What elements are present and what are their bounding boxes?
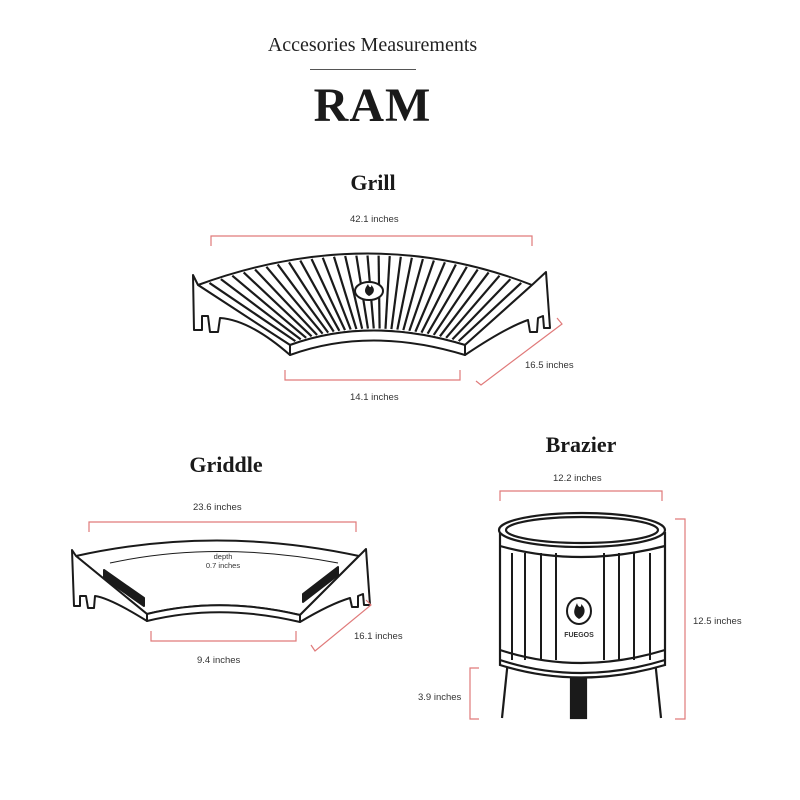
griddle-width-label: 23.6 inches (193, 502, 242, 513)
grill-bar (420, 263, 457, 334)
grill-width-dimension (210, 235, 533, 246)
griddle-heading: Griddle (189, 452, 263, 477)
grill-bar (390, 256, 402, 330)
grill-bar (276, 263, 330, 334)
page-subtitle: Accesories Measurements (267, 34, 478, 56)
grill-heading: Grill (350, 170, 396, 195)
grill-bars (208, 255, 522, 343)
grill-bar (408, 260, 435, 332)
grill-bar (242, 271, 313, 338)
brazier-height-label: 12.5 inches (693, 616, 742, 627)
griddle-inner-dimension (150, 631, 297, 642)
griddle-drawing (71, 539, 371, 623)
grill-bar (310, 258, 346, 331)
grill-bar (457, 282, 522, 342)
grill-bar (432, 268, 479, 336)
grill-bar (451, 278, 512, 341)
griddle-thickness-label: 0.7 inches (205, 561, 241, 570)
brazier-logo (566, 597, 592, 625)
brazier-width-label: 12.2 inches (553, 473, 602, 484)
grill-bar (231, 274, 307, 339)
brazier-heading: Brazier (545, 432, 617, 457)
grill-bar (220, 278, 302, 341)
grill-bar (384, 255, 391, 329)
title-divider (310, 69, 416, 70)
griddle-depth-dimension (310, 599, 372, 652)
griddle-depth-label: 16.1 inches (354, 631, 403, 642)
grill-bar (439, 271, 490, 337)
page-title: RAM (313, 79, 432, 132)
grill-bar (332, 256, 358, 330)
grill-inner-dimension (284, 370, 461, 381)
grill-bar (402, 258, 424, 331)
brazier-width-dimension (499, 490, 663, 501)
grill-bar (254, 268, 318, 336)
grill-bar (414, 261, 446, 333)
brazier-staves (511, 553, 651, 660)
grill-bar (426, 266, 468, 335)
grill-bar (265, 266, 324, 335)
grill-bar (288, 261, 335, 333)
grill-width-label: 42.1 inches (350, 214, 399, 225)
grill-logo (354, 281, 384, 301)
griddle-width-dimension (88, 521, 357, 532)
grill-bar (299, 260, 341, 332)
griddle-thickness-title: depth (213, 552, 233, 561)
brazier-leg-dimension (469, 667, 479, 720)
griddle-inner-label: 9.4 inches (197, 655, 241, 666)
grill-bar (321, 257, 352, 330)
grill-bar (396, 257, 413, 330)
grill-depth-dimension (475, 317, 563, 386)
grill-bar (445, 274, 501, 339)
grill-depth-label: 16.5 inches (525, 360, 574, 371)
grill-bar (208, 282, 296, 343)
grill-bar (344, 255, 364, 330)
grill-inner-label: 14.1 inches (350, 392, 399, 403)
brazier-height-dimension (675, 518, 686, 720)
brazier-brand-label: FUEGOS (564, 632, 594, 639)
brazier-leg-label: 3.9 inches (418, 692, 462, 703)
